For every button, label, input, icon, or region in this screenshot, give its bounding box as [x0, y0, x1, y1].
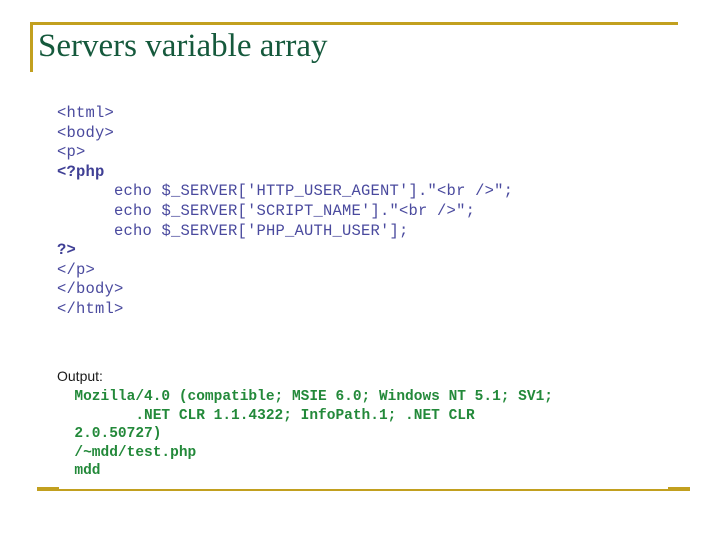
- code-line: echo $_SERVER['HTTP_USER_AGENT']."<br />…: [57, 182, 514, 201]
- php-code-block: <html><body><p><?php echo $_SERVER['HTTP…: [57, 104, 677, 320]
- output-label: Output:: [57, 368, 103, 384]
- code-line: </html>: [57, 299, 124, 318]
- code-line: </body>: [57, 280, 124, 299]
- title-accent-border: [30, 22, 678, 72]
- bottom-divider-cap-right: [668, 487, 690, 491]
- page-title: Servers variable array: [38, 28, 328, 64]
- bottom-divider: [37, 489, 690, 491]
- output-text-block: Mozilla/4.0 (compatible; MSIE 6.0; Windo…: [57, 388, 697, 481]
- code-line: ?>: [57, 241, 77, 260]
- output-line: Mozilla/4.0 (compatible; MSIE 6.0; Windo…: [57, 389, 553, 405]
- bottom-divider-cap-left: [37, 487, 59, 491]
- code-line: </p>: [57, 260, 96, 279]
- code-line: echo $_SERVER['SCRIPT_NAME']."<br />";: [57, 201, 476, 220]
- output-line: mdd: [57, 463, 101, 480]
- code-line: <body>: [57, 123, 115, 142]
- code-line: echo $_SERVER['PHP_AUTH_USER'];: [57, 221, 409, 240]
- output-line: /~mdd/test.php: [57, 444, 197, 461]
- output-line: .NET CLR 1.1.4322; InfoPath.1; .NET CLR: [57, 407, 475, 424]
- code-line: <p>: [57, 143, 86, 162]
- code-line: <html>: [57, 104, 115, 122]
- code-line: <?php: [57, 162, 105, 181]
- output-line: 2.0.50727): [57, 426, 162, 443]
